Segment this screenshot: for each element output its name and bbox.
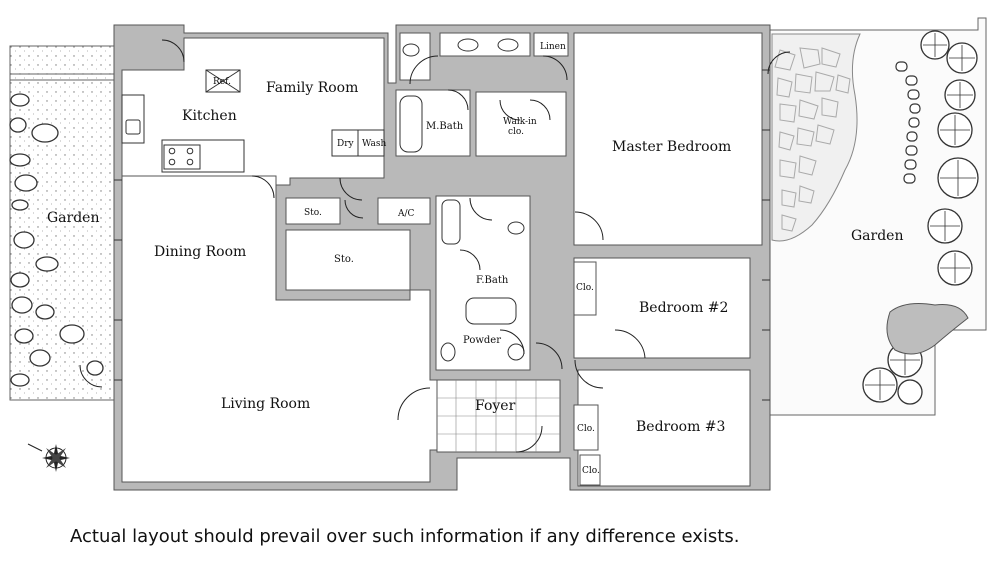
foyer-label: Foyer bbox=[475, 398, 516, 414]
dryer-label: Dry bbox=[337, 139, 355, 149]
air-conditioner-label: A/C bbox=[397, 209, 415, 219]
bedroom-3-label: Bedroom #3 bbox=[636, 419, 725, 435]
linen-label: Linen bbox=[540, 42, 566, 52]
master-bedroom-label: Master Bedroom bbox=[612, 139, 731, 155]
right-garden-label: Garden bbox=[851, 228, 904, 244]
refrigerator-label: Ref. bbox=[213, 77, 231, 87]
door-swings bbox=[79, 39, 791, 453]
bath-fixtures bbox=[399, 38, 525, 362]
left-garden bbox=[9, 45, 115, 401]
windows bbox=[114, 69, 770, 401]
foyer-tiles bbox=[437, 380, 560, 452]
left-garden-label: Garden bbox=[47, 210, 100, 226]
master-bath-label: M.Bath bbox=[426, 121, 464, 132]
disclaimer-text: Actual layout should prevail over such i… bbox=[70, 526, 740, 547]
closet-bedroom-3a-label: Clo. bbox=[577, 424, 595, 434]
walk-in-closet-label: Walk-in bbox=[503, 117, 537, 127]
kitchen-fixtures bbox=[121, 69, 385, 173]
right-garden bbox=[769, 17, 987, 416]
small-storage-label: Sto. bbox=[304, 208, 322, 218]
family-room-label: Family Room bbox=[266, 80, 358, 96]
closet-bedroom-2-label: Clo. bbox=[576, 283, 594, 293]
powder-room-label: Powder bbox=[463, 335, 501, 346]
living-room-label: Living Room bbox=[221, 396, 310, 412]
family-bath-label: F.Bath bbox=[476, 275, 509, 286]
bedroom-2-label: Bedroom #2 bbox=[639, 300, 728, 316]
storage-label: Sto. bbox=[334, 254, 354, 265]
washer-label: Wash bbox=[362, 139, 386, 149]
kitchen-label: Kitchen bbox=[182, 108, 237, 124]
compass-rose-icon bbox=[27, 443, 70, 472]
walk-in-closet-label-2: clo. bbox=[508, 127, 524, 137]
dining-room-label: Dining Room bbox=[154, 244, 246, 260]
closet-bedroom-3b-label: Clo. bbox=[582, 466, 600, 476]
